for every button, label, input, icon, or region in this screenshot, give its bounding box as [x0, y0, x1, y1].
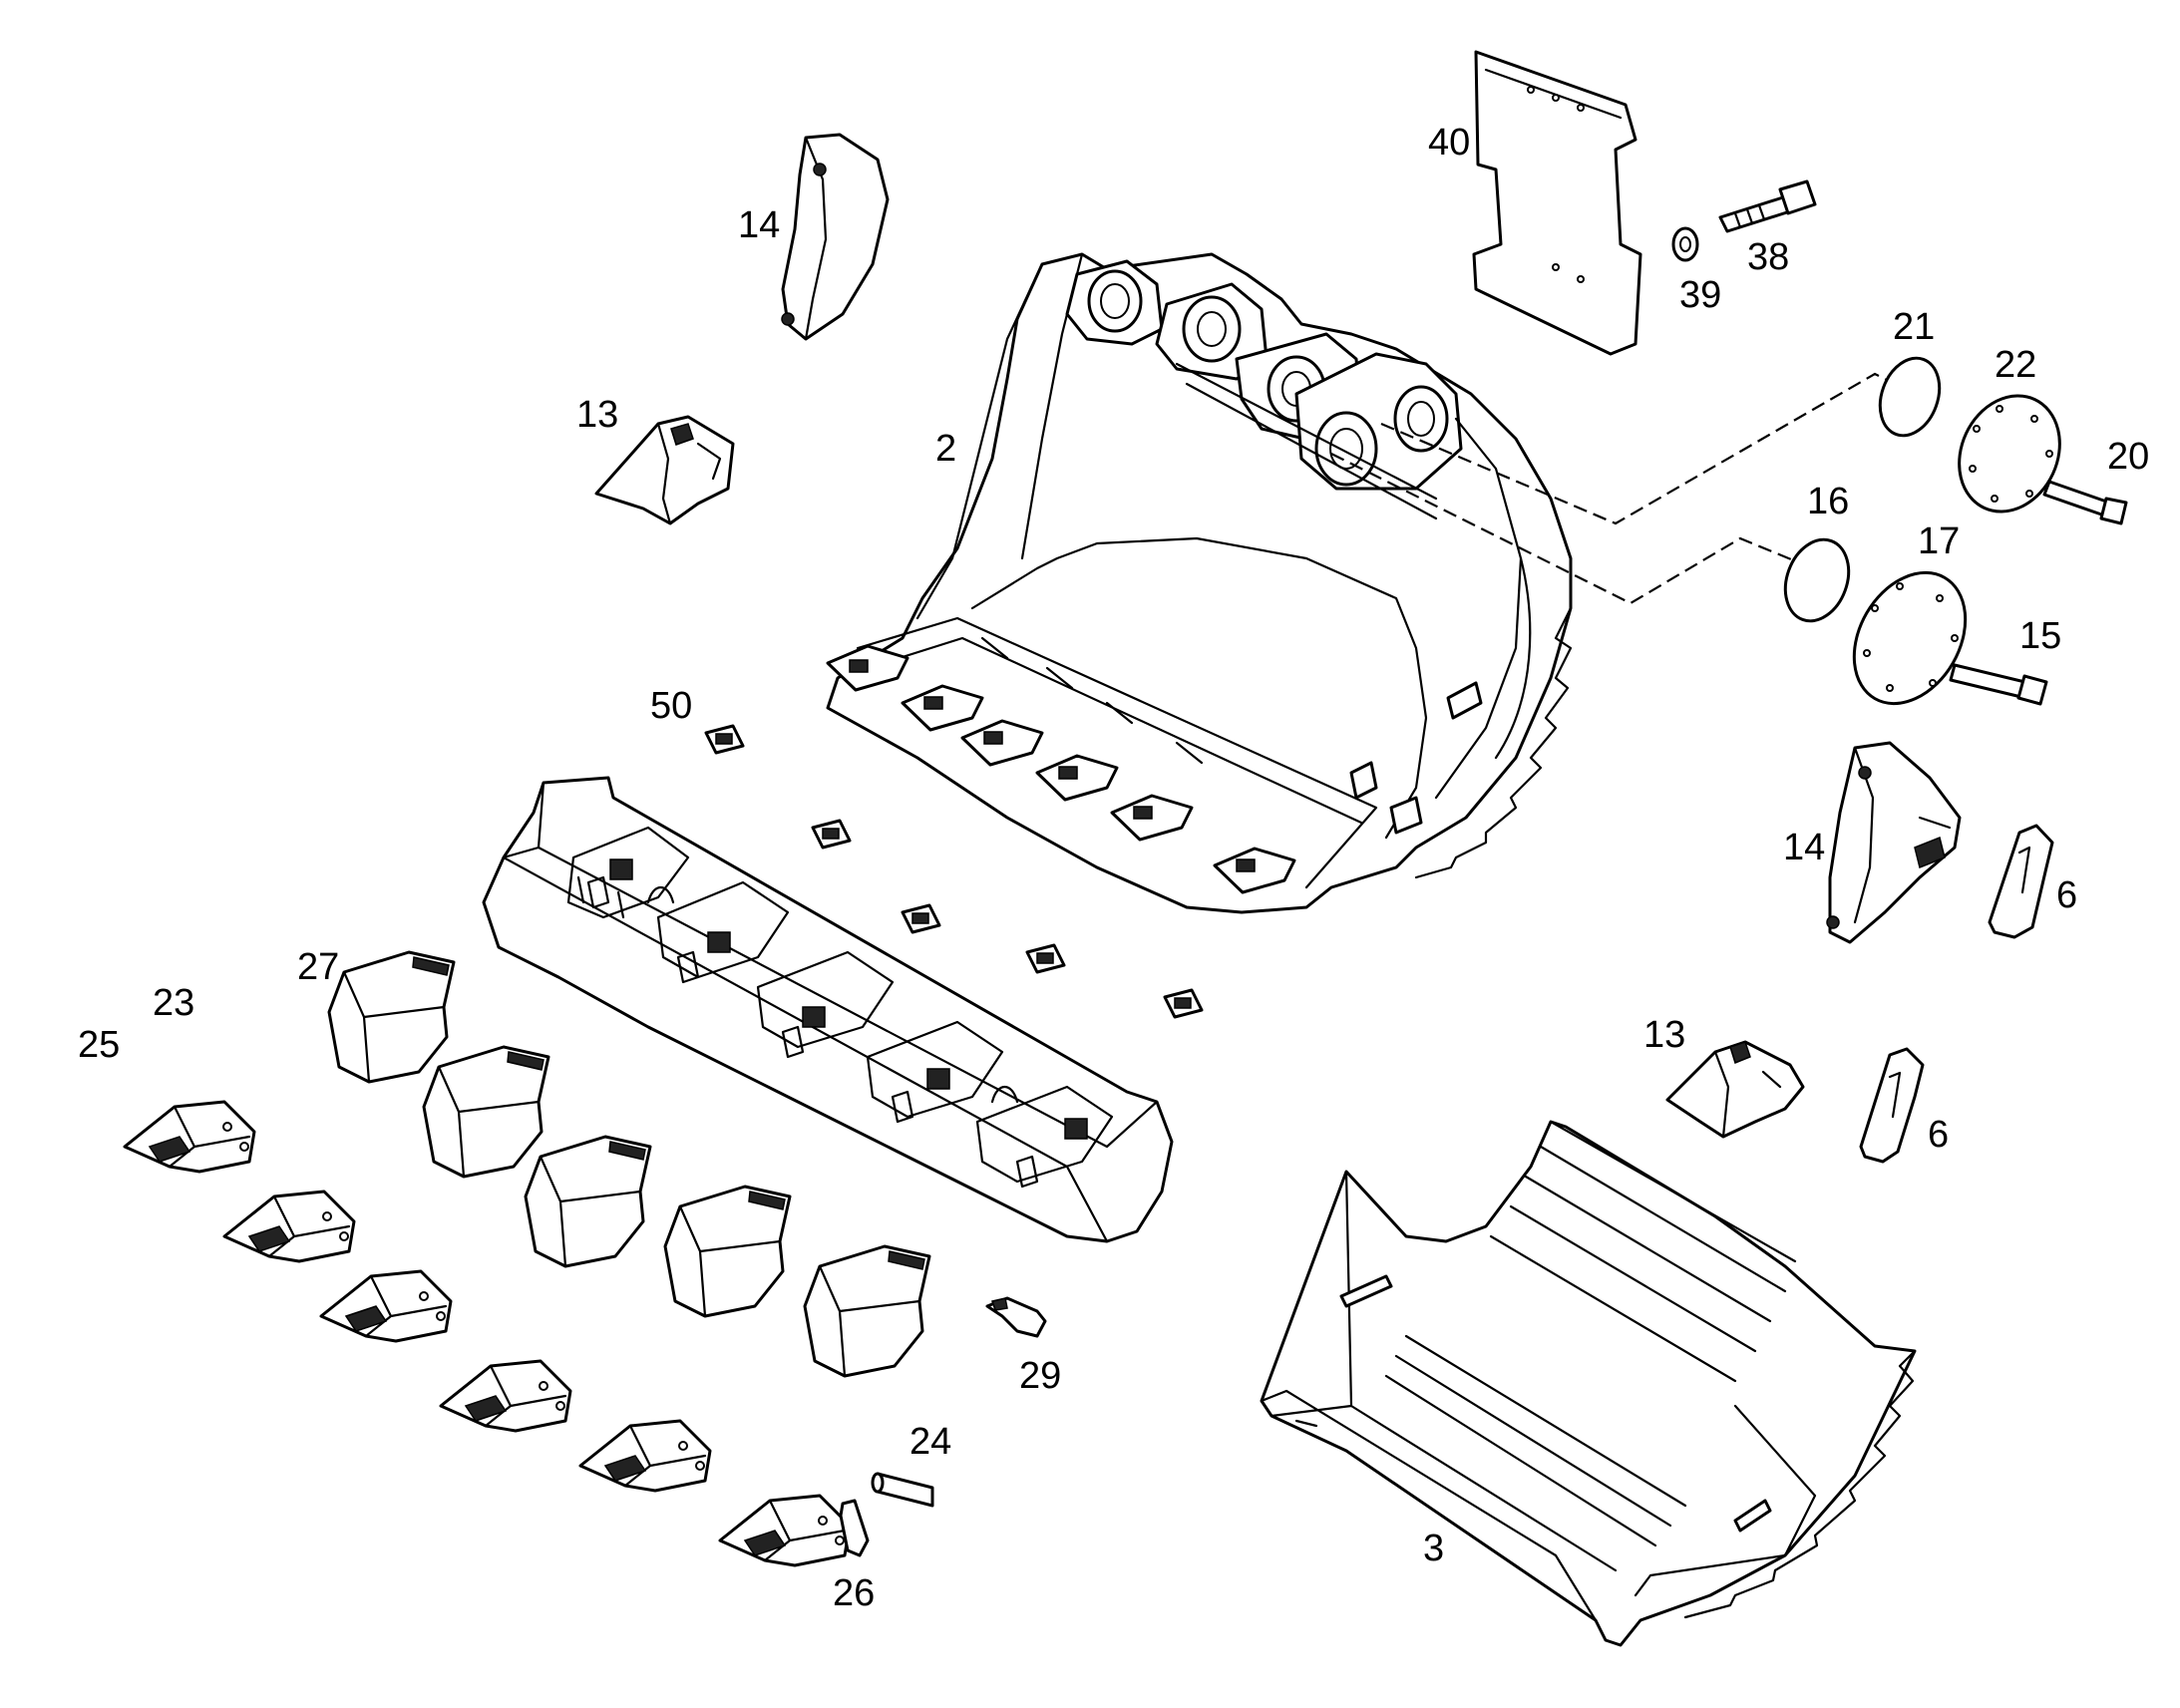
lip-shroud-assembly [482, 776, 1174, 1243]
callout-26: 26 [833, 1572, 875, 1614]
callout-50: 50 [650, 685, 692, 727]
callout-20: 20 [2107, 436, 2149, 478]
part-13-corner-protector-lower [1665, 1040, 1805, 1139]
callout-14-lower: 14 [1783, 827, 1825, 868]
part-29-lock [985, 1296, 1047, 1338]
callouts: 40 38 39 21 22 20 16 17 15 14 13 2 50 14… [78, 122, 2149, 1614]
callout-40: 40 [1428, 122, 1470, 164]
part-15-bolt [1949, 663, 2048, 706]
part-6-wear-strip-lower [1859, 1047, 1925, 1164]
part-38-bolt [1718, 179, 1817, 233]
callout-15: 15 [2019, 615, 2061, 657]
part-22-cover-plate [1958, 394, 2061, 513]
part-39-washer [1671, 226, 1699, 262]
callout-13-lower: 13 [1643, 1014, 1685, 1056]
callout-21: 21 [1893, 306, 1935, 348]
part-14-side-shroud-upper [781, 133, 890, 341]
part-24-pin [871, 1472, 934, 1508]
part-13-corner-protector-upper [594, 415, 735, 525]
part-23-teeth [123, 1100, 852, 1567]
callout-6-upper: 6 [2056, 874, 2077, 916]
callout-29: 29 [1019, 1355, 1061, 1397]
callout-16: 16 [1807, 481, 1849, 522]
part-3-wear-package [1260, 1120, 1917, 1647]
callout-2: 2 [935, 428, 956, 470]
callout-3: 3 [1423, 1528, 1444, 1569]
part-20-bolt [2042, 480, 2128, 525]
part-50-locks [704, 724, 1204, 1019]
part-2-bucket-body [826, 252, 1573, 914]
part-17-cover-plate [1852, 570, 1968, 706]
part-27-shrouds [327, 950, 931, 1378]
callout-6-lower: 6 [1928, 1114, 1949, 1156]
part-21-o-ring [1878, 356, 1942, 438]
callout-13-upper: 13 [576, 394, 618, 436]
part-14-side-shroud-lower [1826, 741, 1962, 944]
callout-17: 17 [1918, 520, 1960, 562]
part-40-wear-plate [1472, 50, 1642, 356]
callout-22: 22 [1995, 344, 2036, 386]
callout-39: 39 [1679, 274, 1721, 316]
part-6-wear-strip-upper [1988, 824, 2054, 939]
callout-38: 38 [1747, 236, 1789, 278]
callout-25: 25 [78, 1024, 120, 1066]
callout-14-upper: 14 [738, 204, 780, 246]
callout-23: 23 [153, 982, 194, 1024]
part-16-o-ring [1783, 537, 1851, 623]
callout-27: 27 [297, 946, 339, 988]
callout-24: 24 [909, 1421, 951, 1463]
assembly-line-lower [1330, 453, 1826, 605]
part-26-retainer [839, 1499, 870, 1557]
